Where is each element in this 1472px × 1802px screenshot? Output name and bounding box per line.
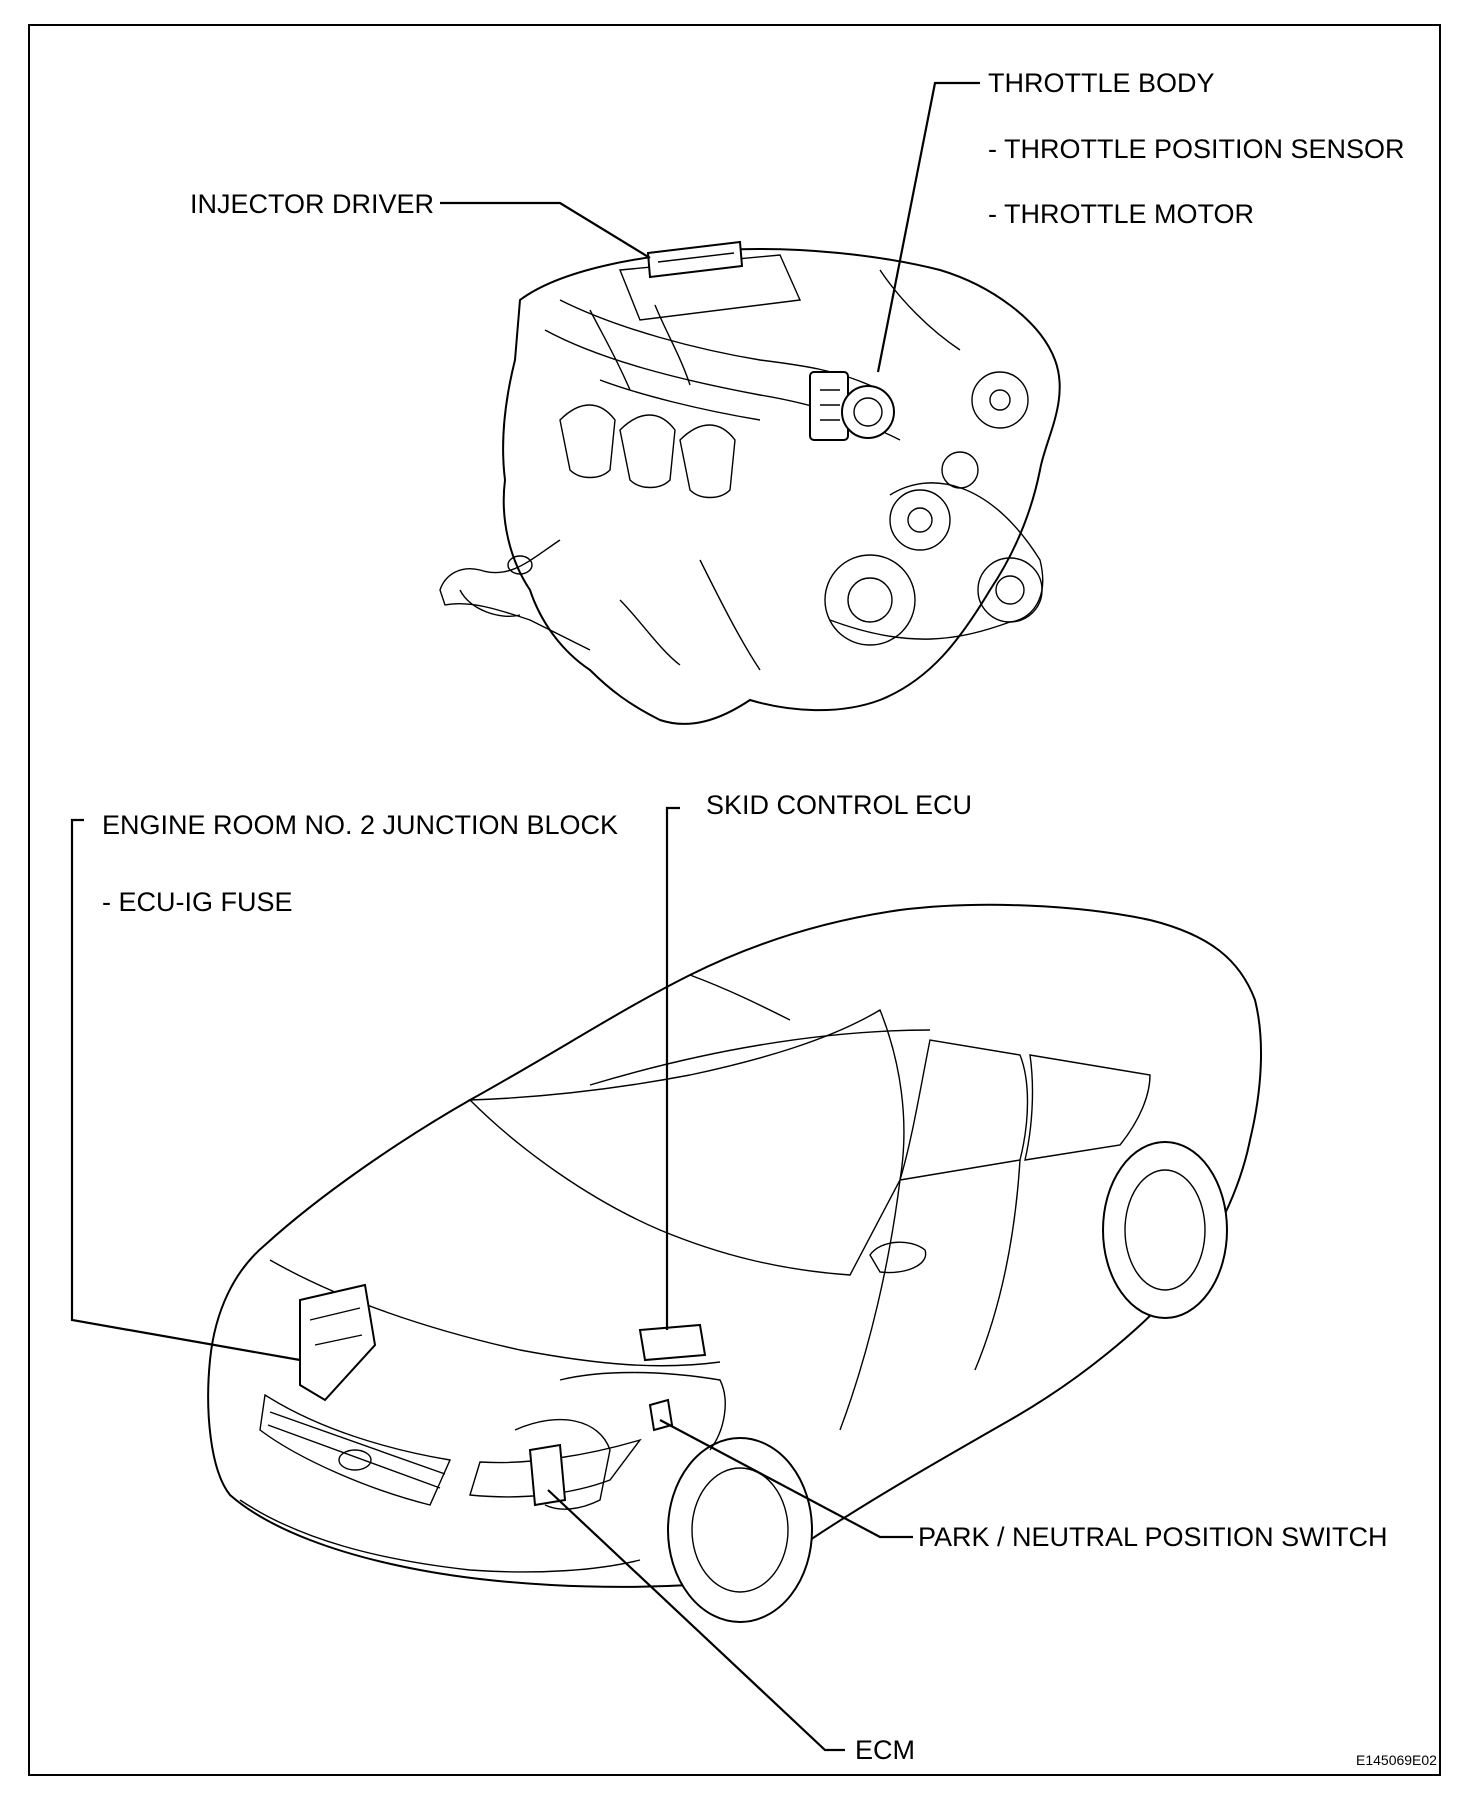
car-illustration	[207, 903, 1263, 1623]
leader-ecm	[547, 1489, 845, 1752]
leader-throttle-body	[876, 81, 980, 373]
label-ecu-ig-fuse: - ECU-IG FUSE	[102, 887, 293, 917]
label-throttle-body: THROTTLE BODY	[988, 68, 1215, 98]
leader-skid-control	[665, 806, 680, 1330]
label-skid-control-ecu: SKID CONTROL ECU	[706, 790, 973, 820]
label-ecm: ECM	[855, 1735, 915, 1765]
leader-junction-block	[70, 818, 301, 1362]
engine-illustration	[439, 240, 1061, 725]
leader-injector-driver	[440, 201, 651, 259]
leader-pn-switch	[659, 1419, 913, 1539]
label-throttle-motor: - THROTTLE MOTOR	[988, 199, 1255, 229]
figure-reference-code: E145069E02	[1356, 1752, 1437, 1768]
label-park-neutral-position-switch: PARK / NEUTRAL POSITION SWITCH	[918, 1522, 1388, 1552]
label-throttle-position-sensor: - THROTTLE POSITION SENSOR	[988, 134, 1405, 164]
leader-lines	[70, 81, 980, 1752]
label-engine-room-junction-block: ENGINE ROOM NO. 2 JUNCTION BLOCK	[102, 810, 619, 840]
label-injector-driver: INJECTOR DRIVER	[190, 189, 435, 219]
